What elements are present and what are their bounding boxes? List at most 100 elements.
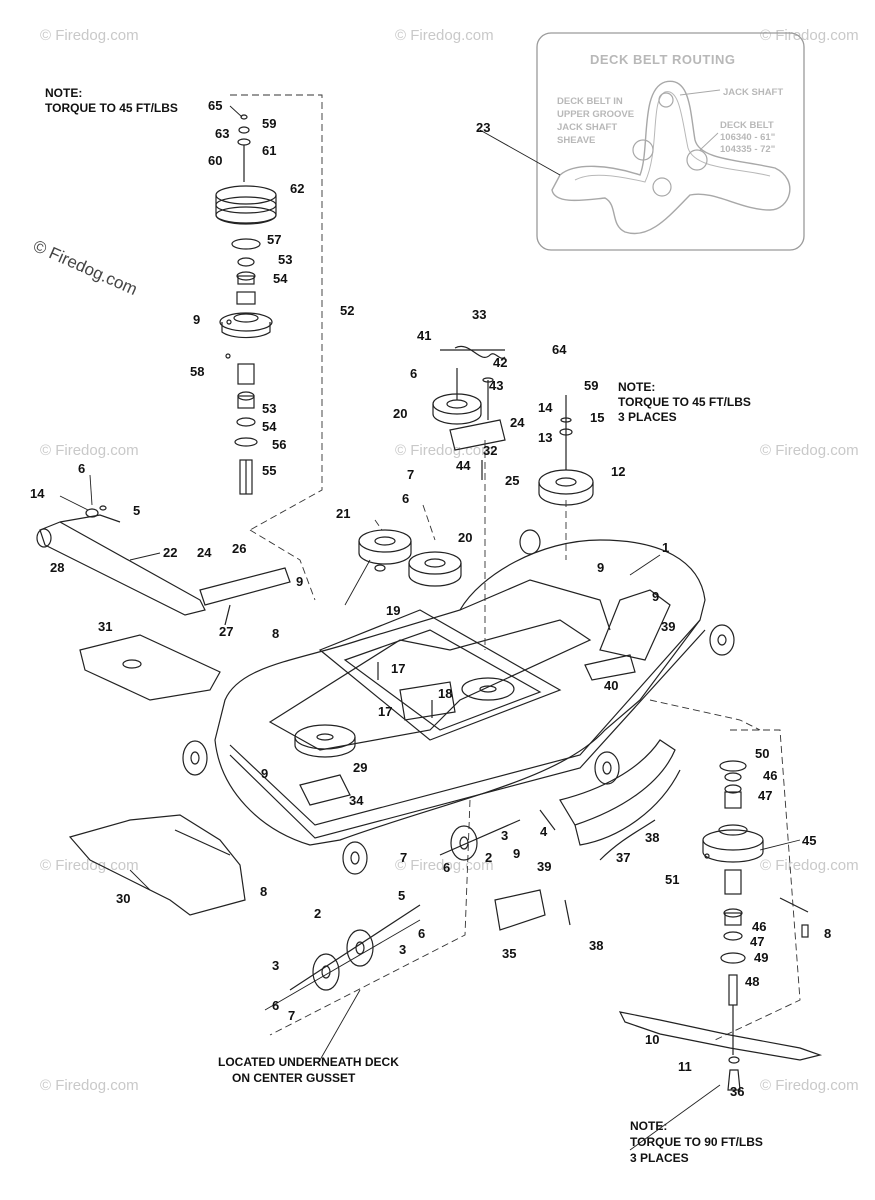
callout-label: 58: [190, 364, 204, 379]
callout-label: 6: [78, 461, 85, 476]
routing-text: JACK SHAFT: [557, 122, 617, 133]
callout-label: 26: [232, 541, 246, 556]
callout-label: 24: [197, 545, 212, 560]
callout-label: 22: [163, 545, 177, 560]
callout-label: 39: [661, 619, 675, 634]
note-text: TORQUE TO 45 FT/LBS: [618, 395, 751, 409]
callout-label: 7: [400, 850, 407, 865]
watermark: © Firedog.com: [395, 27, 494, 44]
callout-label: 3: [501, 828, 508, 843]
routing-text: JACK SHAFT: [723, 87, 783, 98]
callout-label: 40: [604, 678, 618, 693]
callout-label: 5: [398, 888, 405, 903]
callout-label: 2: [485, 850, 492, 865]
baffle: [559, 739, 681, 861]
callout-label: 48: [745, 974, 759, 989]
callout-label: 4: [540, 824, 548, 839]
watermark: © Firedog.com: [760, 442, 859, 459]
callout-label: 29: [353, 760, 367, 775]
callout-label: 8: [272, 626, 279, 641]
watermark-main: © Firedog.com: [30, 236, 140, 299]
callout-label: 60: [208, 153, 222, 168]
callout-label: 54: [273, 271, 288, 286]
leader-lines: [59, 105, 801, 1151]
callout-label: 32: [483, 443, 497, 458]
callout-label: 34: [349, 793, 364, 808]
callout-label: 39: [537, 859, 551, 874]
callout-label: 9: [513, 846, 520, 861]
callout-label: 13: [538, 430, 552, 445]
routing-text: 106340 - 61": [720, 132, 775, 143]
callout-label: 47: [758, 788, 772, 803]
routing-belt-path: [574, 91, 771, 183]
routing-sheave-icon: [686, 149, 708, 171]
routing-text: DECK BELT: [720, 120, 774, 131]
callout-label: 20: [393, 406, 407, 421]
callout-label: 21: [336, 506, 350, 521]
callout-label: 54: [262, 419, 277, 434]
callout-label: 6: [410, 366, 417, 381]
callouts: 65 59 63 61 60 62 57 53 54 52 9 58 53 54…: [30, 98, 831, 1099]
callout-label: 45: [802, 833, 816, 848]
spindle-assembly-left: [215, 94, 323, 531]
callout-label: 12: [611, 464, 625, 479]
note-top-left: NOTE: TORQUE TO 45 FT/LBS: [45, 86, 178, 115]
callout-label: 52: [340, 303, 354, 318]
note-text: 3 PLACES: [630, 1151, 689, 1165]
callout-label: 9: [193, 312, 200, 327]
routing-text: DECK BELT IN: [557, 96, 623, 107]
note-text: TORQUE TO 90 FT/LBS: [630, 1135, 763, 1149]
note-right: NOTE: TORQUE TO 45 FT/LBS 3 PLACES: [618, 380, 751, 424]
callout-label: 24: [510, 415, 525, 430]
callout-label: 8: [260, 884, 267, 899]
watermark: © Firedog.com: [40, 857, 139, 874]
idler-components: [358, 345, 594, 587]
callout-label: 59: [584, 378, 598, 393]
callout-label: 6: [443, 860, 450, 875]
routing-sheave-icon: [652, 177, 672, 197]
callout-label: 53: [262, 401, 276, 416]
lift-arm: [36, 505, 291, 626]
callout-label: 15: [590, 410, 604, 425]
callout-label: 41: [417, 328, 431, 343]
callout-label: 36: [730, 1084, 744, 1099]
callout-label: 47: [750, 934, 764, 949]
callout-label: 3: [399, 942, 406, 957]
mower-deck: [182, 440, 761, 1036]
note-text: NOTE:: [618, 380, 655, 394]
callout-label: 56: [272, 437, 286, 452]
callout-label: 59: [262, 116, 276, 131]
note-bottom-right: NOTE: TORQUE TO 90 FT/LBS 3 PLACES: [630, 1119, 763, 1165]
callout-label: 49: [754, 950, 768, 965]
callout-label: 28: [50, 560, 64, 575]
callout-label: 50: [755, 746, 769, 761]
routing-text: UPPER GROOVE: [557, 109, 634, 120]
watermark: © Firedog.com: [760, 27, 859, 44]
callout-label: 19: [386, 603, 400, 618]
callout-label: 9: [652, 589, 659, 604]
discharge-shield: [68, 814, 246, 916]
note-text: ON CENTER GUSSET: [232, 1071, 356, 1085]
callout-label: 63: [215, 126, 229, 141]
callout-label: 6: [418, 926, 425, 941]
callout-label: 8: [824, 926, 831, 941]
watermark: © Firedog.com: [395, 857, 494, 874]
callout-label: 5: [133, 503, 140, 518]
callout-label: 23: [476, 120, 490, 135]
callout-label: 38: [645, 830, 659, 845]
deck-belt-routing-panel: DECK BELT ROUTING DECK BELT IN UPPER GRO…: [536, 32, 805, 251]
callout-label: 27: [219, 624, 233, 639]
spindle-assembly-right: [618, 729, 823, 1091]
callout-label: 14: [538, 400, 553, 415]
callout-label: 6: [402, 491, 409, 506]
watermark-group: © Firedog.com © Firedog.com © Firedog.co…: [30, 27, 858, 1094]
routing-sheave-icon: [632, 139, 654, 161]
watermark: © Firedog.com: [760, 857, 859, 874]
callout-label: 17: [391, 661, 405, 676]
note-text: TORQUE TO 45 FT/LBS: [45, 101, 178, 115]
callout-label: 42: [493, 355, 507, 370]
routing-text: SHEAVE: [557, 135, 595, 146]
watermark: © Firedog.com: [40, 442, 139, 459]
note-text: LOCATED UNDERNEATH DECK: [218, 1055, 399, 1069]
